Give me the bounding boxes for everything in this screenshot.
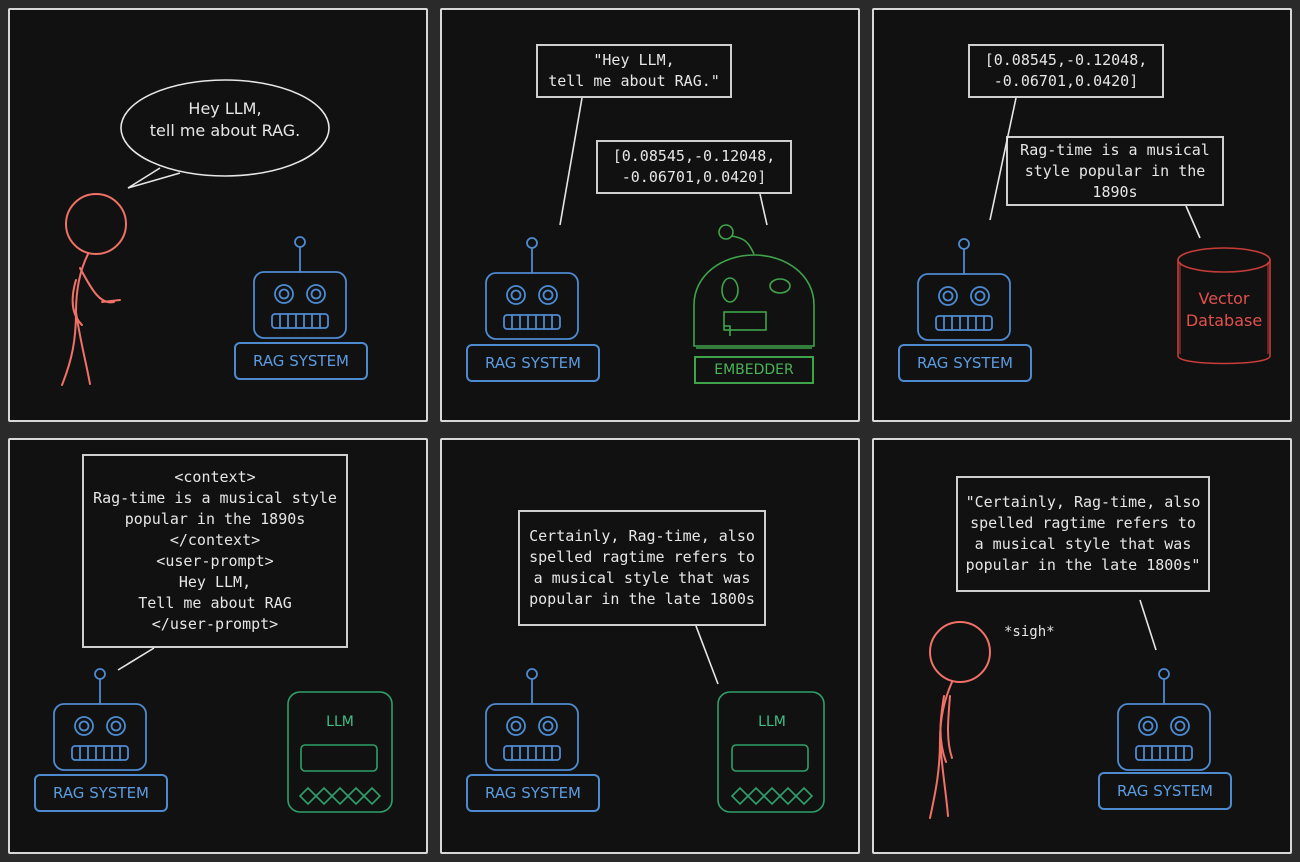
llm-answer-box: Certainly, Rag-time, also spelled ragtim…	[518, 510, 766, 626]
speech-text: Hey LLM, tell me about RAG.	[149, 99, 301, 140]
robot-icon	[1117, 668, 1211, 771]
person-figure	[929, 621, 991, 819]
robot-icon	[253, 236, 347, 339]
rag-system-label: RAG SYSTEM	[466, 344, 600, 382]
panel-4: <context> Rag-time is a musical style po…	[8, 438, 428, 854]
retrieved-context-box: Rag-time is a musical style popular in t…	[1006, 136, 1224, 206]
vector-database-label: Vector Database	[1185, 289, 1263, 330]
robot-icon	[485, 668, 579, 771]
panel-5: Certainly, Rag-time, also spelled ragtim…	[440, 438, 860, 854]
robot-icon	[917, 238, 1011, 341]
robot-icon	[485, 237, 579, 340]
speech-connector	[117, 647, 155, 671]
panel-1: Hey LLM, tell me about RAG. RAG SYSTEM	[8, 8, 428, 422]
robot-icon	[53, 668, 147, 771]
final-answer-box: "Certainly, Rag-time, also spelled ragti…	[956, 476, 1210, 592]
user-quote-box: "Hey LLM, tell me about RAG."	[536, 44, 732, 98]
rag-system-label: RAG SYSTEM	[898, 344, 1032, 382]
llm-label: LLM	[326, 714, 354, 730]
rag-system-label: RAG SYSTEM	[34, 774, 168, 812]
llm-label: LLM	[758, 714, 786, 730]
speech-connectors	[989, 97, 1201, 239]
speech-connector	[1139, 599, 1157, 651]
rag-system-label: RAG SYSTEM	[234, 342, 368, 380]
rag-system-label: RAG SYSTEM	[466, 774, 600, 812]
llm-device-icon	[287, 691, 393, 813]
panel-2: "Hey LLM, tell me about RAG." [0.08545,-…	[440, 8, 860, 422]
sigh-text: *sigh*	[1004, 624, 1055, 640]
panel-3: [0.08545,-0.12048, -0.06701,0.0420] Rag-…	[872, 8, 1292, 422]
augmented-prompt-box: <context> Rag-time is a musical style po…	[82, 454, 348, 648]
embedder-label: EMBEDDER	[694, 356, 814, 384]
speech-bubble	[120, 79, 330, 189]
person-figure	[61, 193, 127, 386]
vector-box: [0.08545,-0.12048, -0.06701,0.0420]	[596, 140, 792, 194]
embedder-robot-icon	[693, 224, 815, 349]
speech-connector	[695, 625, 719, 685]
llm-device-icon	[717, 691, 825, 813]
rag-system-label: RAG SYSTEM	[1098, 772, 1232, 810]
speech-connectors	[559, 97, 768, 226]
database-icon	[1177, 247, 1271, 365]
panel-6: "Certainly, Rag-time, also spelled ragti…	[872, 438, 1292, 854]
vector-box: [0.08545,-0.12048, -0.06701,0.0420]	[968, 44, 1164, 98]
